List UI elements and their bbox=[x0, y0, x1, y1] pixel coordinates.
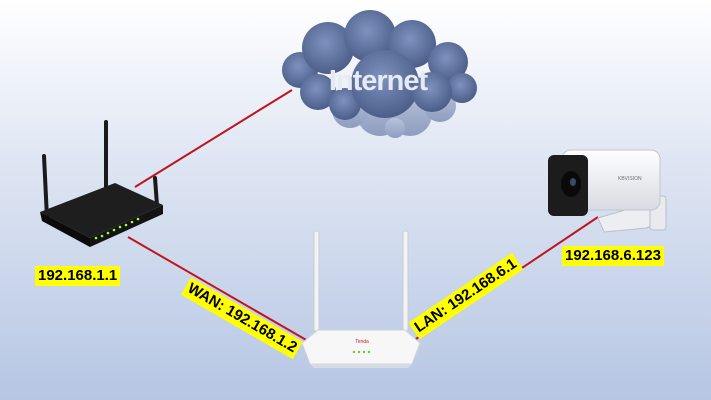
ip-camera-icon: KBVISION bbox=[548, 149, 667, 233]
main-router-ip-label: 192.168.1.1 bbox=[35, 266, 121, 286]
router-icon bbox=[40, 120, 163, 247]
link-router-wan bbox=[127, 236, 309, 342]
cloud-label: Internet bbox=[329, 65, 429, 97]
cloud-icon: Internet bbox=[282, 10, 477, 138]
camera-ip-label: 192.168.6.123 bbox=[562, 246, 664, 266]
wifi-router-icon: Tenda bbox=[301, 230, 421, 368]
svg-text:Tenda: Tenda bbox=[355, 339, 369, 345]
svg-text:KBVISION: KBVISION bbox=[618, 176, 642, 182]
link-internet-router bbox=[134, 89, 293, 188]
